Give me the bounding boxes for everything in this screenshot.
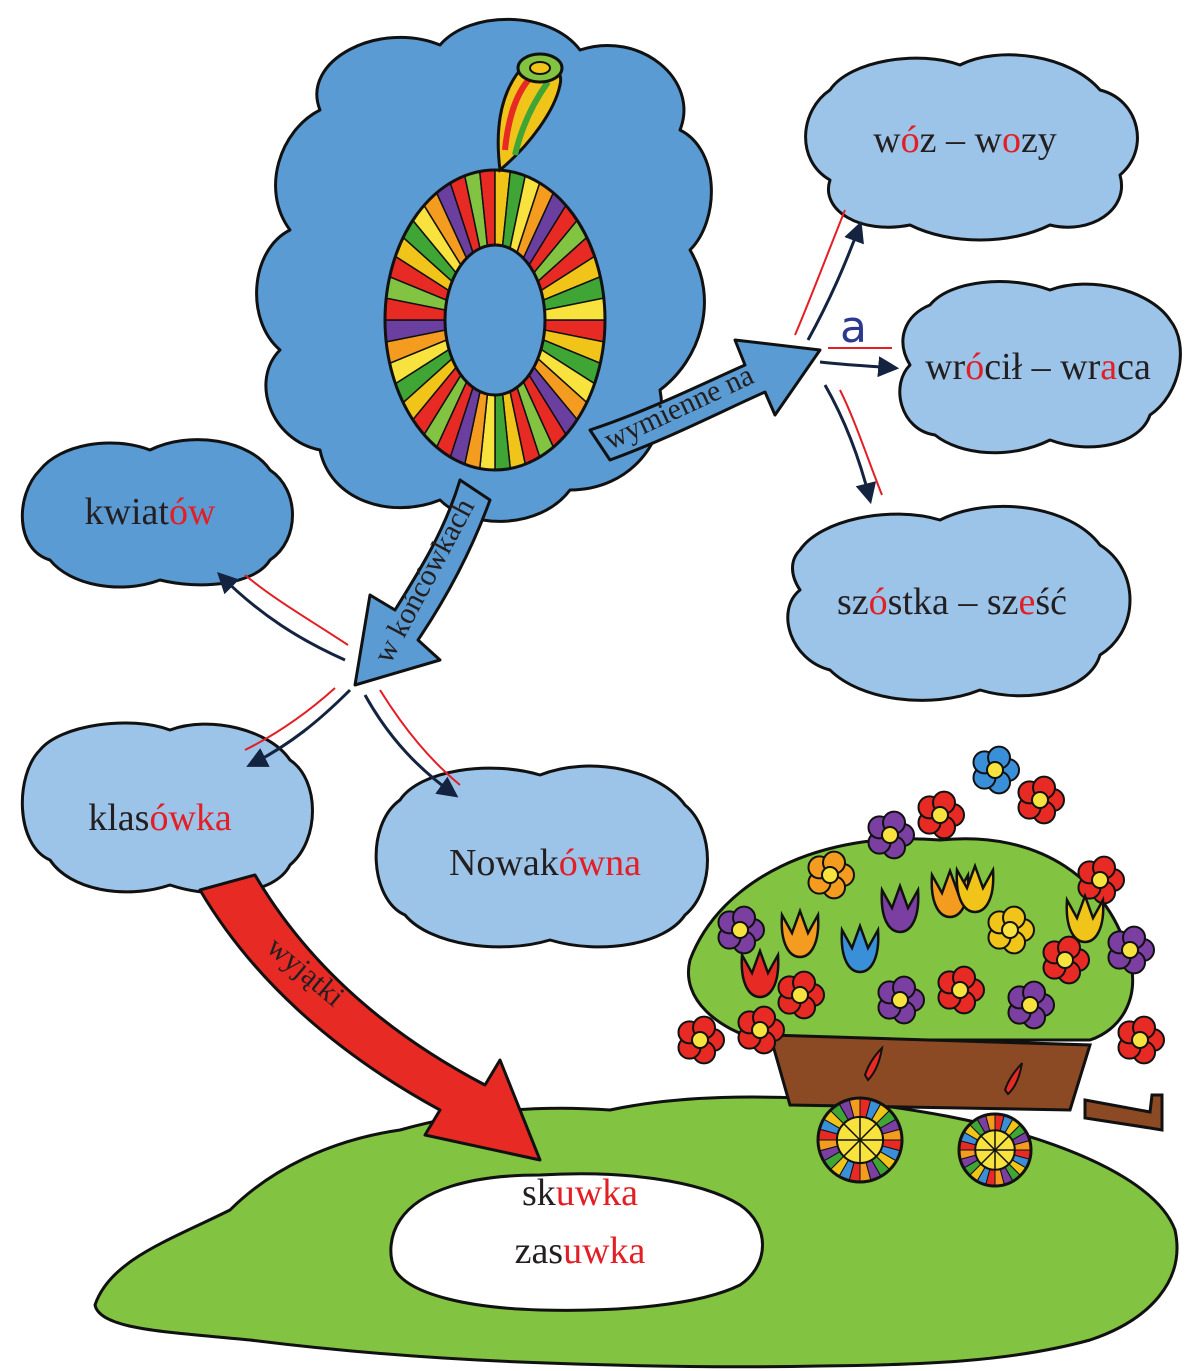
rule-lines-endings: [244, 574, 461, 786]
cloud-wrocil: [898, 280, 1182, 455]
example-nowakowna: Nowakówna: [449, 842, 641, 884]
branch-arrows-replaceable: [806, 221, 900, 505]
example-klasowka: klasówka: [88, 797, 232, 839]
cloud-klasowka: [20, 721, 314, 895]
letter-o-striped-icon: [383, 168, 607, 472]
cloud-nowakowna: [374, 764, 709, 949]
arrow-endings: w końcówkach: [353, 478, 492, 687]
branch-arrows-endings: [217, 572, 459, 798]
example-woz: wóz – wozy: [873, 119, 1057, 161]
flower-cart-icon: [677, 745, 1165, 1188]
example-wrocil: wrócił – wraca: [925, 346, 1151, 388]
arrow-endings-label: w końcówkach: [367, 493, 481, 668]
replace-letter-a: a: [840, 302, 867, 353]
cloud-kwiatow: [20, 438, 294, 589]
cloud-woz: [804, 53, 1139, 242]
rule-lines-replaceable: [794, 209, 892, 496]
exception-skuwka: skuwka: [522, 1172, 638, 1214]
accent-mark-icon: [496, 52, 564, 173]
example-kwiatow: kwiatów: [85, 491, 216, 533]
example-szostka: szóstka – sześć: [837, 581, 1067, 623]
exception-zasuwka: zasuwka: [515, 1230, 646, 1272]
grass-hole: [389, 1172, 764, 1312]
cloud-szostka: [786, 504, 1132, 702]
